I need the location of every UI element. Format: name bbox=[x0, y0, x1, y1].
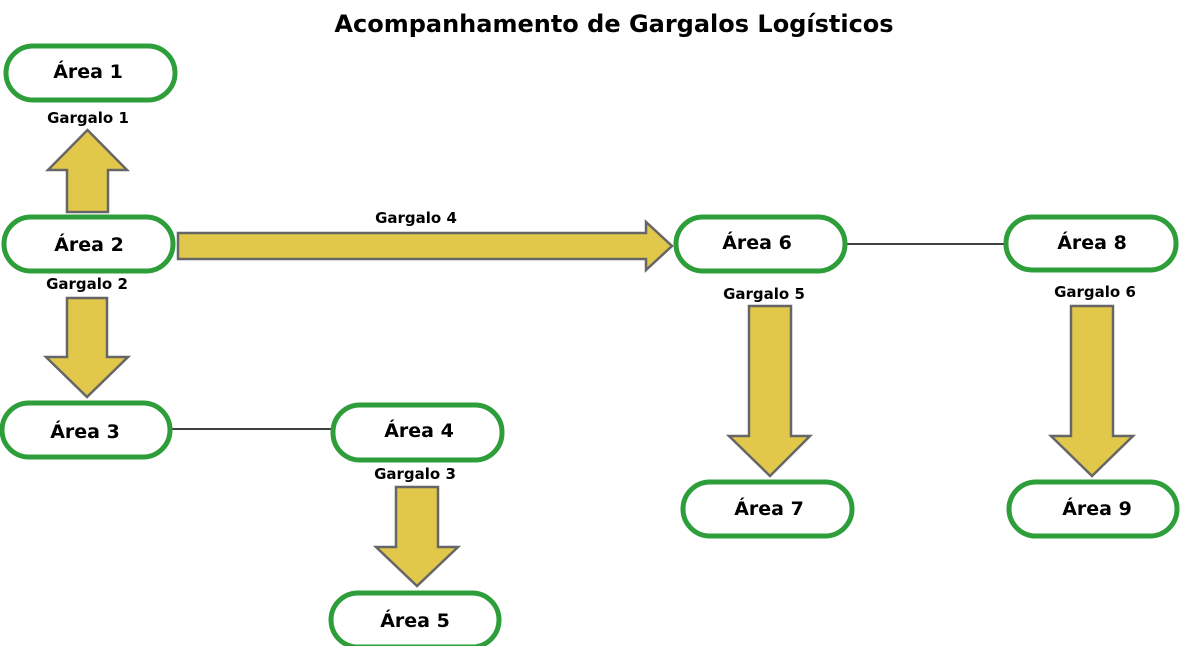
bottleneck-arrow-5 bbox=[725, 304, 814, 478]
area-label-3: Área 3 bbox=[50, 420, 120, 443]
area-label-4: Área 4 bbox=[384, 419, 454, 442]
diagram-title: Acompanhamento de Gargalos Logísticos bbox=[334, 10, 893, 38]
bottleneck-arrow-4 bbox=[176, 219, 674, 273]
area-label-9: Área 9 bbox=[1062, 497, 1132, 520]
bottleneck-label-5: Gargalo 5 bbox=[723, 285, 805, 303]
area-label-7: Área 7 bbox=[734, 497, 804, 520]
area-node-4: Área 4 bbox=[330, 402, 505, 463]
bottleneck-label-3: Gargalo 3 bbox=[374, 465, 456, 483]
area-node-7: Área 7 bbox=[680, 479, 855, 539]
area-node-3: Área 3 bbox=[0, 400, 173, 460]
area-label-8: Área 8 bbox=[1057, 231, 1127, 254]
bottleneck-arrow-3 bbox=[372, 485, 462, 588]
area-node-2: Área 2 bbox=[1, 214, 176, 274]
bottleneck-label-6: Gargalo 6 bbox=[1054, 283, 1136, 301]
area-label-1: Área 1 bbox=[53, 60, 123, 83]
area-node-8: Área 8 bbox=[1003, 214, 1179, 273]
bottleneck-label-4: Gargalo 4 bbox=[375, 209, 457, 227]
area-label-6: Área 6 bbox=[722, 231, 792, 254]
bottleneck-arrow-6 bbox=[1047, 304, 1137, 478]
area-node-6: Área 6 bbox=[673, 214, 848, 274]
area-node-1: Área 1 bbox=[3, 43, 178, 103]
bottleneck-label-2: Gargalo 2 bbox=[46, 275, 128, 293]
area-node-9: Área 9 bbox=[1006, 479, 1180, 539]
bottleneck-arrow-2 bbox=[42, 296, 132, 399]
bottleneck-arrow-1 bbox=[45, 128, 130, 214]
bottleneck-label-1: Gargalo 1 bbox=[47, 109, 129, 127]
area-node-5: Área 5 bbox=[328, 590, 502, 646]
area-label-2: Área 2 bbox=[54, 233, 124, 256]
area-label-5: Área 5 bbox=[380, 609, 450, 632]
